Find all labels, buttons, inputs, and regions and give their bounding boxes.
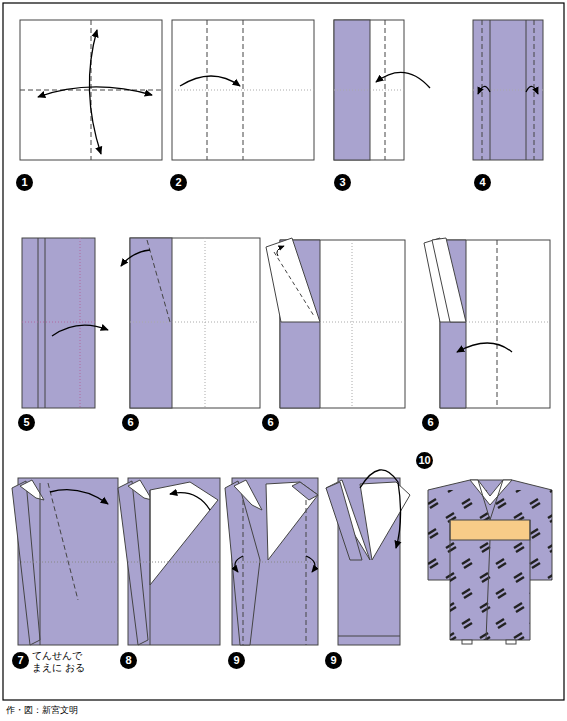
step-number: 6	[122, 414, 139, 431]
frame	[3, 3, 564, 700]
fold-instruction: てんせんで まえに おる	[32, 650, 92, 674]
step-number: 8	[120, 652, 137, 669]
step-number: 5	[18, 414, 35, 431]
step-number: 6	[262, 414, 279, 431]
step-number: 9	[228, 652, 245, 669]
step-number: 3	[334, 174, 351, 191]
credit-line: 作・図：新宮文明	[6, 704, 78, 717]
step-number: 7	[12, 652, 29, 669]
step-number: 10	[416, 452, 433, 469]
step-number: 1	[16, 174, 33, 191]
step-number: 6	[422, 414, 439, 431]
step-number: 4	[474, 174, 491, 191]
step-number: 2	[170, 174, 187, 191]
step-number: 9	[325, 652, 342, 669]
